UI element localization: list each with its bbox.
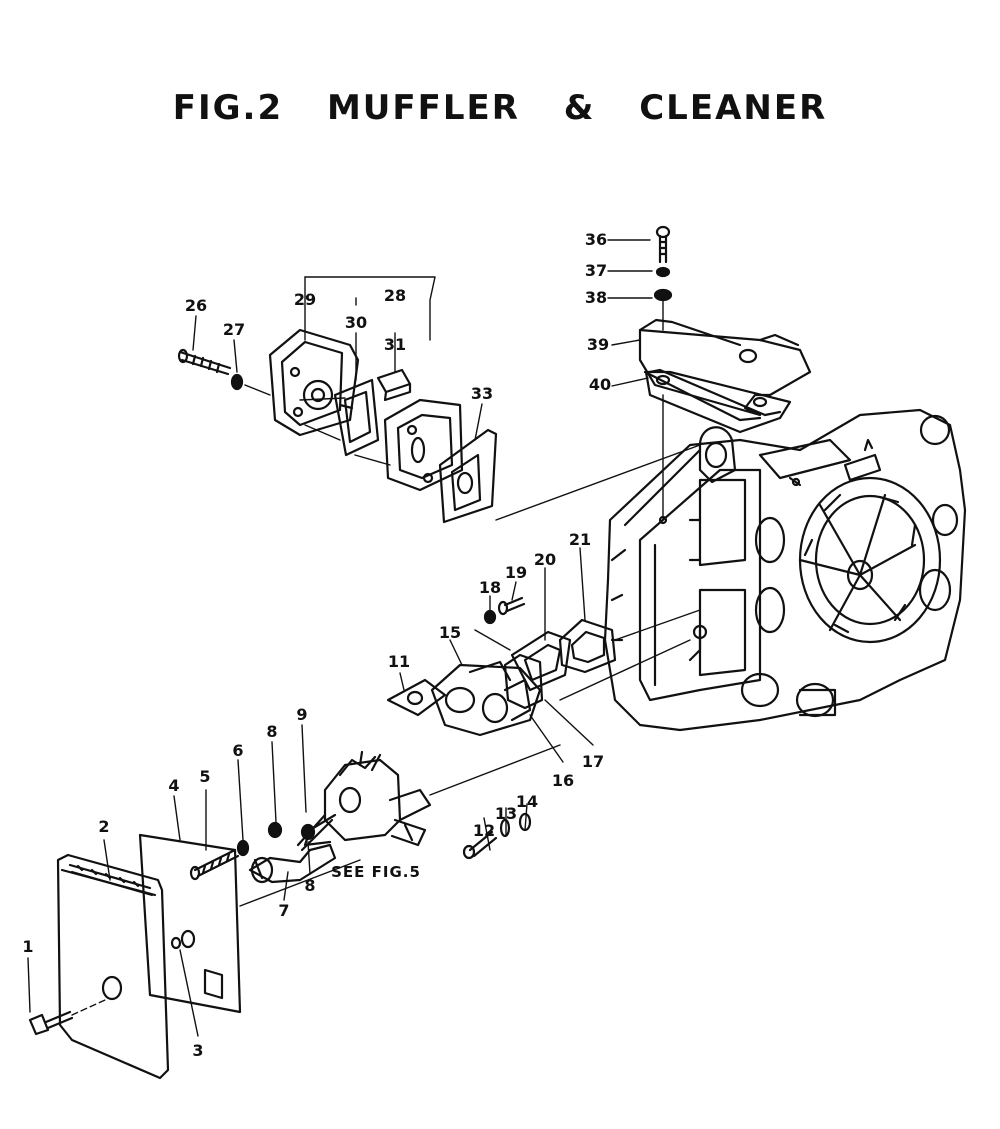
callout-29: 29	[293, 290, 317, 309]
callout-15: 15	[438, 623, 462, 642]
callout-7: 7	[278, 901, 290, 920]
callout-8a: 8	[266, 722, 278, 741]
callout-19: 19	[504, 563, 528, 582]
callout-21: 21	[568, 530, 592, 549]
callout-6: 6	[232, 741, 244, 760]
leader-lines	[27, 239, 653, 1037]
callout-28: 28	[383, 286, 407, 305]
callout-11: 11	[387, 652, 411, 671]
callout-13: 13	[494, 804, 518, 823]
cover-bolt	[653, 225, 673, 525]
choke-parts	[189, 813, 337, 884]
callout-12: 12	[472, 821, 496, 840]
see-fig5-note: SEE FIG.5	[331, 863, 421, 881]
callout-37: 37	[584, 261, 608, 280]
carburetor	[303, 744, 561, 847]
cover-gasket	[644, 370, 792, 434]
callout-14: 14	[515, 792, 539, 811]
callout-20: 20	[533, 550, 557, 569]
callout-36: 36	[584, 230, 608, 249]
callout-30: 30	[344, 313, 368, 332]
callout-1: 1	[22, 937, 34, 956]
intake-assembly	[386, 596, 701, 737]
page-title: FIG.2 MUFFLER & CLEANER	[172, 88, 828, 128]
callout-38: 38	[584, 288, 608, 307]
air-cleaner	[28, 833, 361, 1080]
callout-39: 39	[586, 335, 610, 354]
callout-26: 26	[184, 296, 208, 315]
callout-33: 33	[470, 384, 494, 403]
callout-9: 9	[296, 705, 308, 724]
callout-4: 4	[168, 776, 180, 795]
callout-27: 27	[222, 320, 246, 339]
cylinder-cover	[638, 318, 812, 422]
manifold-bolts	[462, 812, 532, 860]
callout-17: 17	[581, 752, 605, 771]
callout-5: 5	[199, 767, 211, 786]
engine-crankcase	[603, 408, 967, 732]
muffler-assembly	[177, 328, 701, 524]
callout-31: 31	[383, 335, 407, 354]
callout-8b: 8	[304, 876, 316, 895]
callout-18: 18	[478, 578, 502, 597]
callout-2: 2	[98, 817, 110, 836]
callout-16: 16	[551, 771, 575, 790]
callout-3: 3	[192, 1041, 204, 1060]
callout-40: 40	[588, 375, 612, 394]
